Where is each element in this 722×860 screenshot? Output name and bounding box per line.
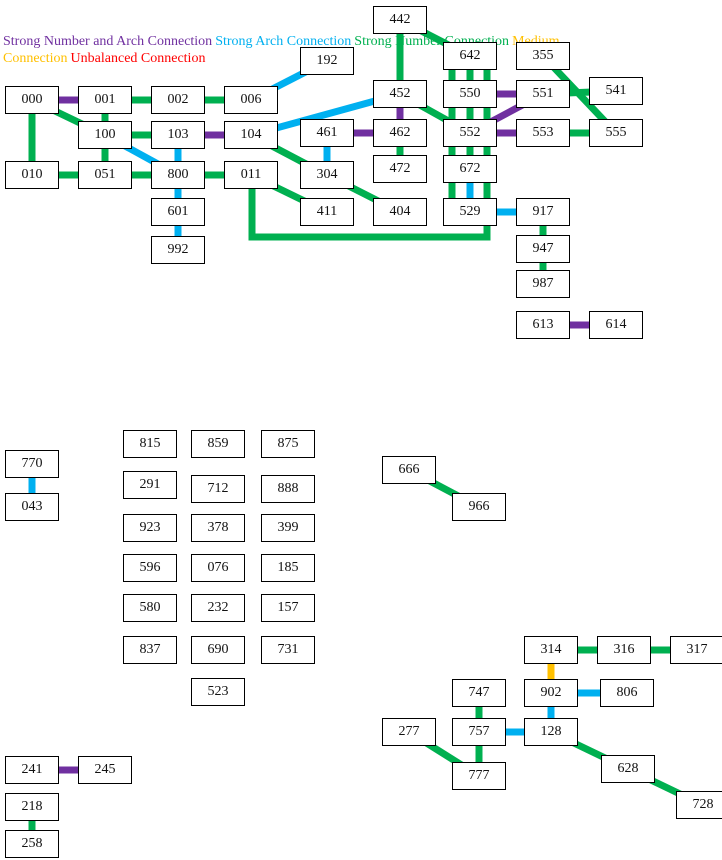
node-837: 837 xyxy=(123,636,177,664)
node-966: 966 xyxy=(452,493,506,521)
node-551: 551 xyxy=(516,80,570,108)
node-218: 218 xyxy=(5,793,59,821)
node-806: 806 xyxy=(600,679,654,707)
node-103: 103 xyxy=(151,121,205,149)
node-355: 355 xyxy=(516,42,570,70)
node-002: 002 xyxy=(151,86,205,114)
node-277: 277 xyxy=(382,718,436,746)
node-555: 555 xyxy=(589,119,643,147)
node-472: 472 xyxy=(373,155,427,183)
node-043: 043 xyxy=(5,493,59,521)
node-859: 859 xyxy=(191,430,245,458)
legend-strong-number-and-arch: Strong Number and Arch Connection xyxy=(3,34,213,49)
node-614: 614 xyxy=(589,311,643,339)
node-628: 628 xyxy=(601,755,655,783)
node-613: 613 xyxy=(516,311,570,339)
node-947: 947 xyxy=(516,235,570,263)
node-462: 462 xyxy=(373,119,427,147)
node-601: 601 xyxy=(151,198,205,226)
node-800: 800 xyxy=(151,161,205,189)
node-316: 316 xyxy=(597,636,651,664)
node-304: 304 xyxy=(300,161,354,189)
node-553: 553 xyxy=(516,119,570,147)
node-747: 747 xyxy=(452,679,506,707)
node-712: 712 xyxy=(191,475,245,503)
node-523: 523 xyxy=(191,678,245,706)
node-770: 770 xyxy=(5,450,59,478)
node-642: 642 xyxy=(443,42,497,70)
node-917: 917 xyxy=(516,198,570,226)
node-404: 404 xyxy=(373,198,427,226)
edge-011-529-strong-number-connection xyxy=(248,70,491,241)
node-987: 987 xyxy=(516,270,570,298)
node-291: 291 xyxy=(123,471,177,499)
node-777: 777 xyxy=(452,762,506,790)
node-245: 245 xyxy=(78,756,132,784)
node-317: 317 xyxy=(670,636,722,664)
node-731: 731 xyxy=(261,636,315,664)
node-672: 672 xyxy=(443,155,497,183)
node-992: 992 xyxy=(151,236,205,264)
node-529: 529 xyxy=(443,198,497,226)
node-452: 452 xyxy=(373,80,427,108)
node-100: 100 xyxy=(78,121,132,149)
node-411: 411 xyxy=(300,198,354,226)
node-192: 192 xyxy=(300,47,354,75)
node-258: 258 xyxy=(5,830,59,858)
node-815: 815 xyxy=(123,430,177,458)
node-185: 185 xyxy=(261,554,315,582)
node-442: 442 xyxy=(373,6,427,34)
node-241: 241 xyxy=(5,756,59,784)
node-157: 157 xyxy=(261,594,315,622)
node-757: 757 xyxy=(452,718,506,746)
node-690: 690 xyxy=(191,636,245,664)
legend-unbalanced: Unbalanced Connection xyxy=(70,51,206,66)
node-902: 902 xyxy=(524,679,578,707)
node-728: 728 xyxy=(676,791,722,819)
node-314: 314 xyxy=(524,636,578,664)
node-006: 006 xyxy=(224,86,278,114)
node-666: 666 xyxy=(382,456,436,484)
node-076: 076 xyxy=(191,554,245,582)
node-923: 923 xyxy=(123,514,177,542)
node-888: 888 xyxy=(261,475,315,503)
node-580: 580 xyxy=(123,594,177,622)
node-000: 000 xyxy=(5,86,59,114)
node-051: 051 xyxy=(78,161,132,189)
node-552: 552 xyxy=(443,119,497,147)
node-541: 541 xyxy=(589,77,643,105)
node-010: 010 xyxy=(5,161,59,189)
node-596: 596 xyxy=(123,554,177,582)
node-232: 232 xyxy=(191,594,245,622)
node-104: 104 xyxy=(224,121,278,149)
node-875: 875 xyxy=(261,430,315,458)
node-001: 001 xyxy=(78,86,132,114)
node-550: 550 xyxy=(443,80,497,108)
node-378: 378 xyxy=(191,514,245,542)
legend-strong-arch: Strong Arch Connection xyxy=(215,34,352,49)
node-011: 011 xyxy=(224,161,278,189)
node-128: 128 xyxy=(524,718,578,746)
node-461: 461 xyxy=(300,119,354,147)
node-399: 399 xyxy=(261,514,315,542)
